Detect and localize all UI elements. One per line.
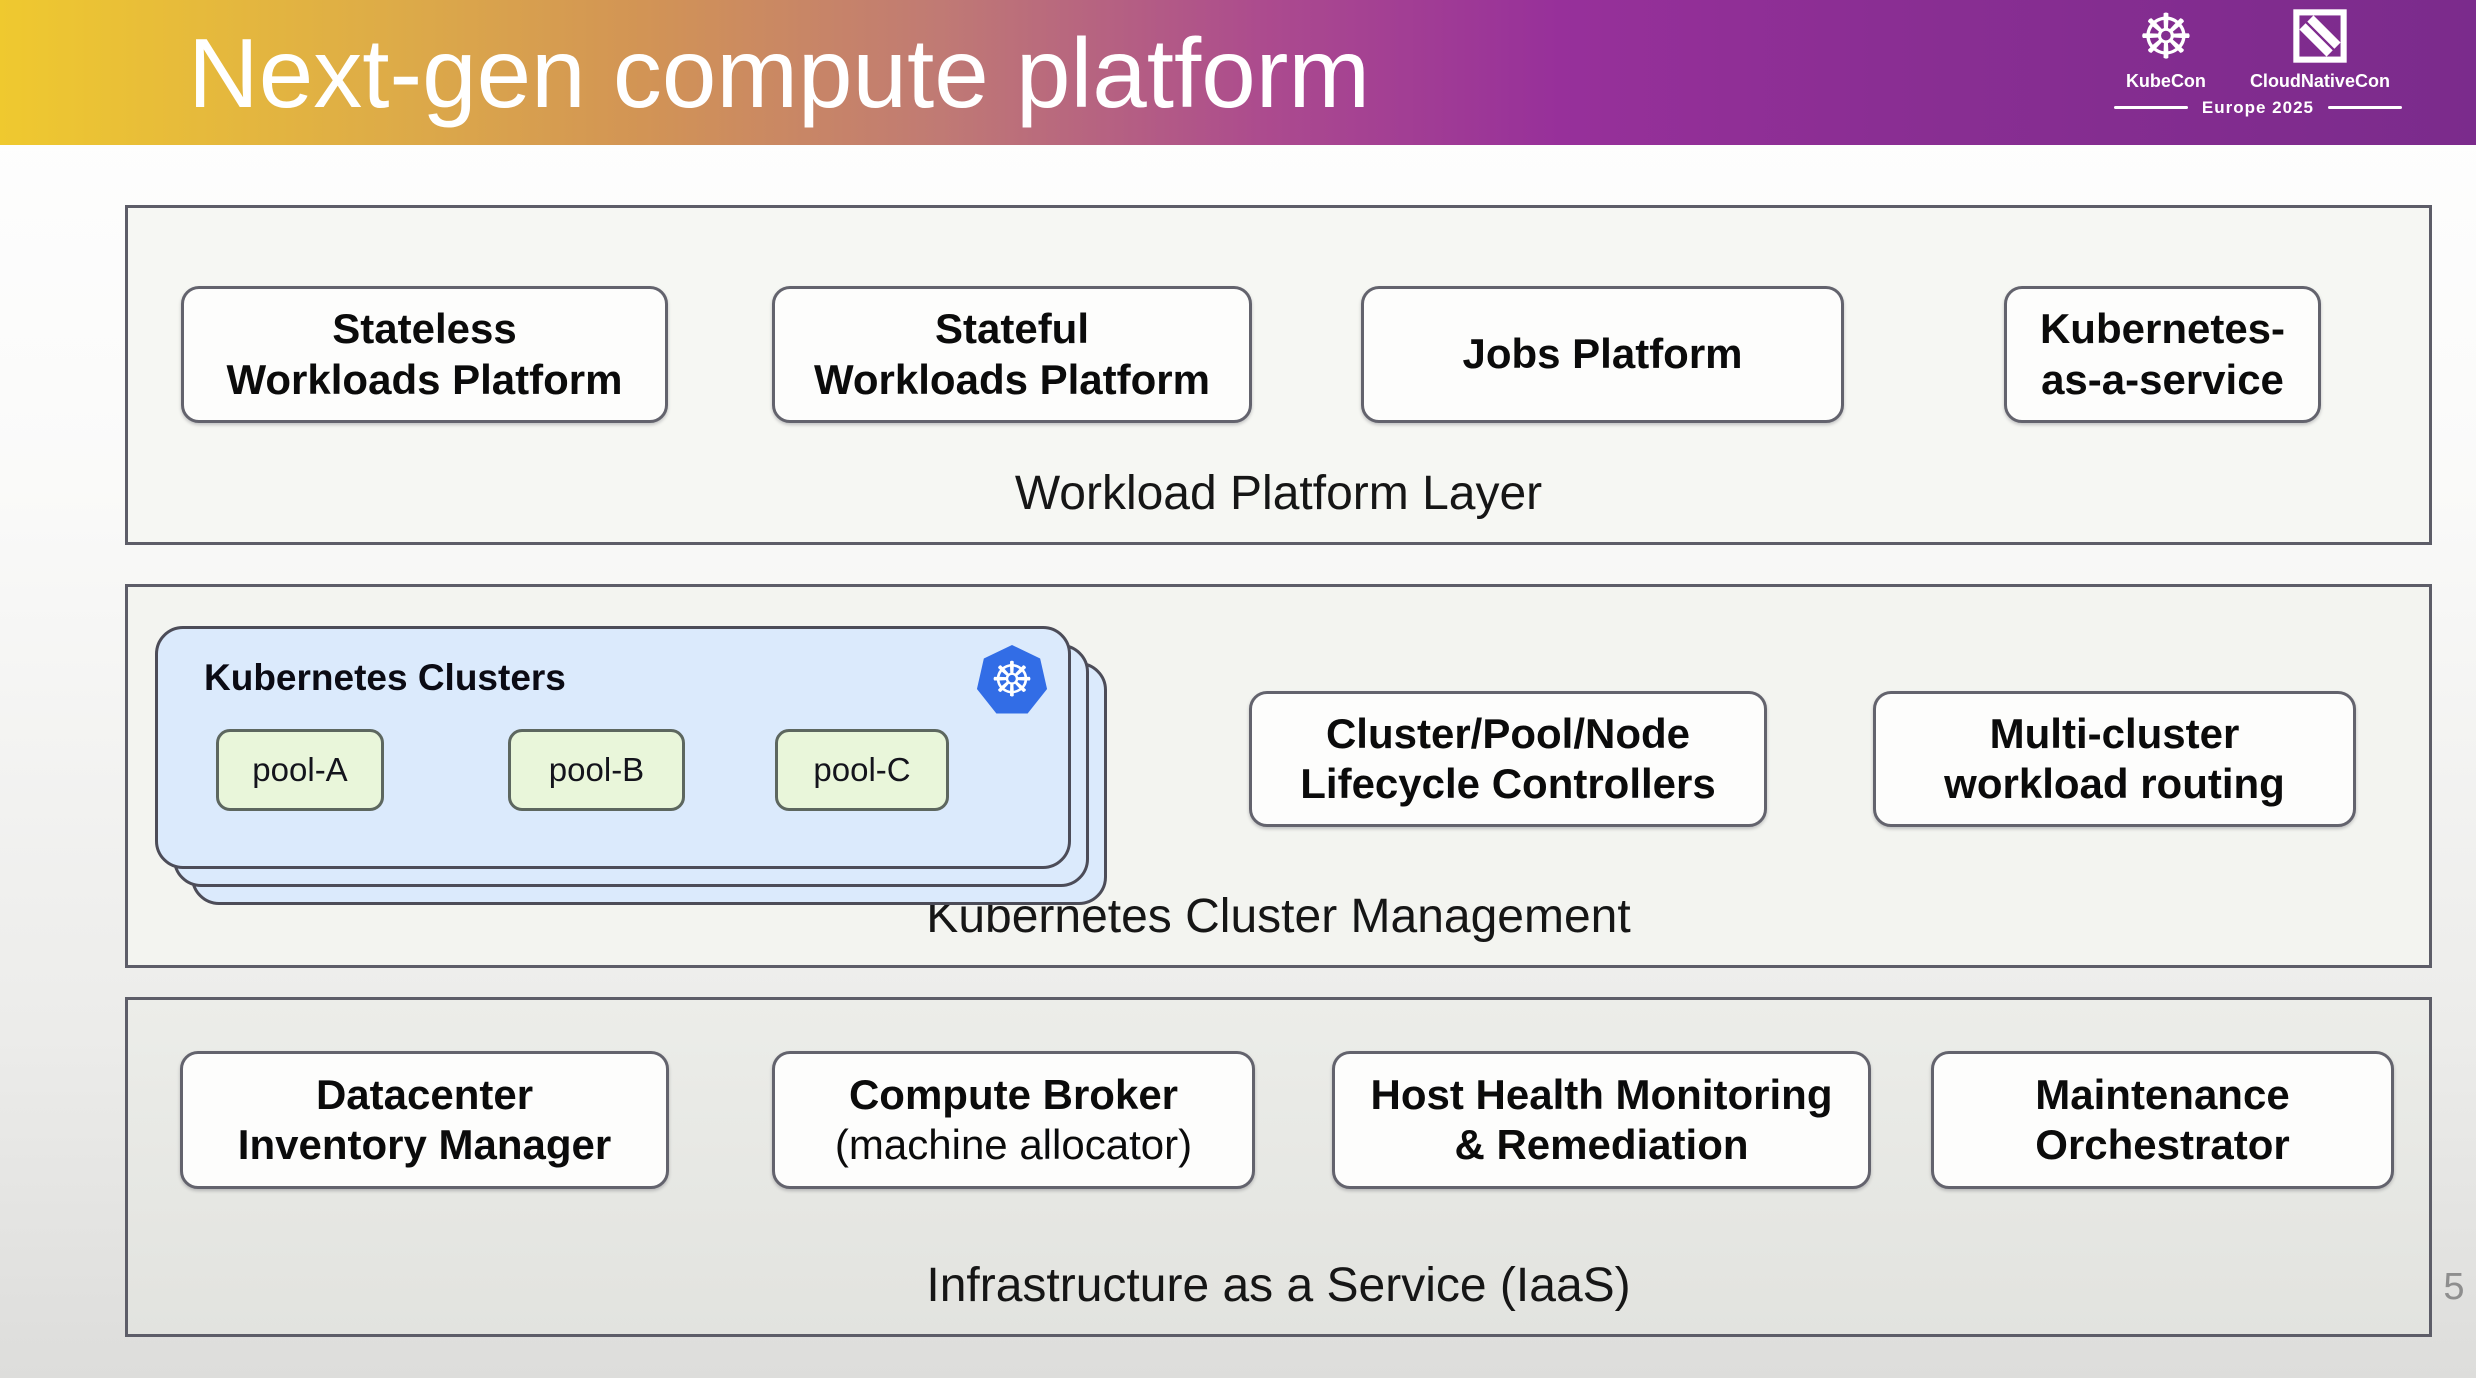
conference-logos: ☸ KubeCon CloudNativeCon Europe 2025 [2113,0,2402,117]
lifecycle-controllers-label: Cluster/Pool/Node Lifecycle Controllers [1300,709,1716,807]
pool-c-box: pool-C [775,729,949,811]
iaas-layer: Datacenter Inventory Manager Compute Bro… [125,997,2432,1337]
cloudnativecon-label: CloudNativeCon [2249,71,2390,91]
kubecon-label: KubeCon [2125,71,2206,91]
compute-broker-box: Compute Broker (machine allocator) [772,1051,1255,1189]
kubecon-helm-icon: ☸ [2138,0,2194,73]
lifecycle-controllers-box: Cluster/Pool/Node Lifecycle Controllers [1249,691,1767,827]
stateful-workloads-platform-box: Stateful Workloads Platform [772,286,1252,423]
datacenter-inventory-manager-label: Datacenter Inventory Manager [237,1070,612,1168]
iaas-layer-label: Infrastructure as a Service (IaaS) [926,1259,1631,1312]
stateful-workloads-platform-label: Stateful Workloads Platform [814,305,1210,403]
workload-platform-layer-label: Workload Platform Layer [1014,467,1543,520]
event-label: Europe 2025 [2201,98,2314,117]
multi-cluster-routing-box: Multi-cluster workload routing [1873,691,2356,827]
kubernetes-as-a-service-box: Kubernetes- as-a-service [2004,286,2321,423]
pool-c-label: pool-C [813,751,911,788]
datacenter-inventory-manager-box: Datacenter Inventory Manager [180,1051,669,1189]
multi-cluster-routing-label: Multi-cluster workload routing [1944,709,2285,807]
host-health-monitoring-label: Host Health Monitoring & Remediation [1370,1070,1833,1168]
kubernetes-wheel-glyph: ☸ [990,652,1034,708]
maintenance-orchestrator-label: Maintenance Orchestrator [2035,1070,2290,1168]
event-rule-left [2113,106,2188,109]
logo-row: ☸ KubeCon CloudNativeCon [2125,0,2390,91]
host-health-monitoring-box: Host Health Monitoring & Remediation [1332,1051,1871,1189]
pool-a-label: pool-A [252,751,348,788]
stateless-workloads-platform-label: Stateless Workloads Platform [226,305,623,403]
compute-broker-sublabel: (machine allocator) [834,1121,1193,1168]
kubernetes-clusters-card: Kubernetes Clusters ☸ pool-A pool-B pool… [155,626,1071,869]
cloudnativecon-logo: CloudNativeCon [2250,8,2390,90]
kubernetes-clusters-title: Kubernetes Clusters [204,657,566,698]
kubernetes-as-a-service-label: Kubernetes- as-a-service [2039,305,2286,403]
kubecon-logo: ☸ KubeCon [2125,0,2206,91]
compute-broker-label: Compute Broker [848,1070,1179,1118]
pool-a-box: pool-A [216,729,384,811]
page-number: 5 [2443,1266,2465,1308]
stateless-workloads-platform-box: Stateless Workloads Platform [181,286,668,423]
slide-title: Next-gen compute platform [188,17,1370,128]
pool-b-label: pool-B [548,751,645,788]
cloudnativecon-icon [2293,9,2347,63]
event-row: Europe 2025 [2113,98,2402,117]
jobs-platform-box: Jobs Platform [1361,286,1844,423]
header-band: Next-gen compute platform ☸ KubeCon Clou… [0,0,2476,149]
event-rule-right [2328,106,2402,109]
workload-platform-layer: Stateless Workloads Platform Stateful Wo… [125,205,2432,545]
kubernetes-cluster-management-layer: Kubernetes Clusters ☸ pool-A pool-B pool… [125,584,2432,968]
jobs-platform-label: Jobs Platform [1462,330,1743,378]
kubernetes-icon: ☸ [976,645,1048,714]
maintenance-orchestrator-box: Maintenance Orchestrator [1931,1051,2394,1189]
pool-b-box: pool-B [508,729,685,811]
